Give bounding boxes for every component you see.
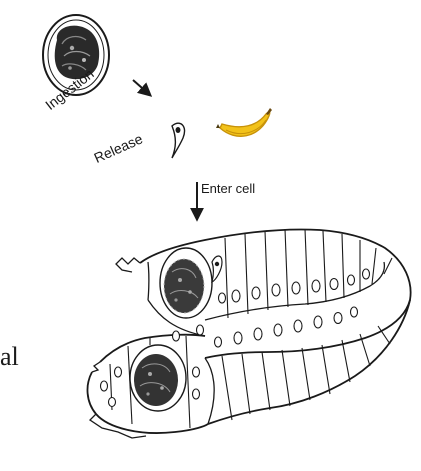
ingestion-arrow: [132, 79, 153, 97]
clipped-side-text: al: [0, 342, 19, 371]
enter-cell-label: Enter cell: [201, 181, 256, 196]
sporozoite-icon: [171, 122, 186, 159]
intracellular-parasite-lower: [129, 344, 187, 412]
intracellular-parasite-upper: [159, 247, 223, 319]
cell-nuclei-upper: [217, 268, 371, 304]
intestinal-epithelium: [86, 228, 412, 439]
oocyst-icon: [42, 14, 110, 96]
banana-icon: [216, 108, 272, 137]
cell-nuclei-lower: [99, 306, 359, 408]
